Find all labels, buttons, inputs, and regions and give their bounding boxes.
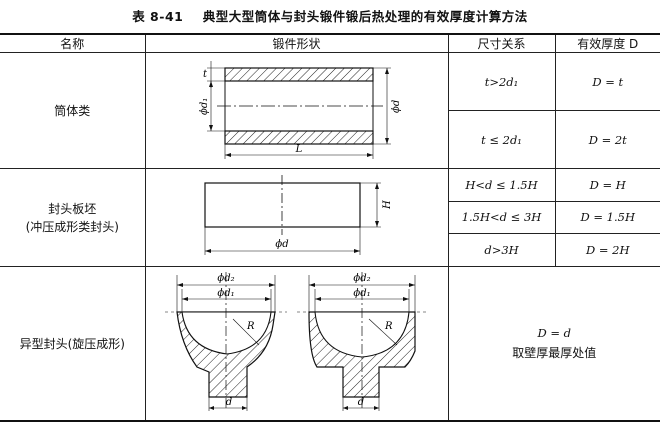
blank-thickness-3: D = 2H xyxy=(555,233,660,266)
blank-thickness-2: D = 1.5H xyxy=(555,202,660,234)
head-left: ϕd₂ ϕd₁ R d xyxy=(165,272,287,411)
blank-name-line2: (冲压成形类封头) xyxy=(0,218,145,236)
blank-relation-3: d>3H xyxy=(448,233,555,266)
d-label: ϕd xyxy=(391,100,402,113)
right-d1-label: ϕd₁ xyxy=(353,288,370,299)
cylinder-thickness-1: D = t xyxy=(555,53,660,111)
L-label: L xyxy=(294,144,302,155)
right-d-label: d xyxy=(357,397,363,408)
H-label: H xyxy=(382,200,393,210)
cylinder-top-wall xyxy=(225,68,373,81)
blank-thickness-1: D = H xyxy=(555,169,660,202)
special-name: 异型封头(旋压成形) xyxy=(0,267,145,422)
cylinder-shape-cell: t ϕd₁ ϕd xyxy=(145,53,448,169)
cylinder-relation-1: t>2d₁ xyxy=(448,53,555,111)
blank-plate xyxy=(205,183,360,227)
table-row: 封头板坯 (冲压成形类封头) H xyxy=(0,169,660,202)
cylinder-name: 筒体类 xyxy=(0,53,145,169)
header-thickness: 有效厚度 D xyxy=(555,34,660,53)
special-thickness-formula: D = d xyxy=(449,326,660,340)
special-drawing: ϕd₂ ϕd₁ R d xyxy=(147,267,447,417)
blank-shape-cell: H ϕd xyxy=(145,169,448,267)
cylinder-relation-2: t ≤ 2d₁ xyxy=(448,111,555,169)
table-title: 典型大型筒体与封头锻件锻后热处理的有效厚度计算方法 xyxy=(203,6,528,25)
right-d2-label: ϕd₂ xyxy=(353,273,370,284)
blank-d-label: ϕd xyxy=(275,239,288,250)
header-row: 名称 锻件形状 尺寸关系 有效厚度 D xyxy=(0,34,660,53)
blank-drawing: H ϕd xyxy=(147,169,447,263)
blank-relation-1: H<d ≤ 1.5H xyxy=(448,169,555,202)
thickness-table: 名称 锻件形状 尺寸关系 有效厚度 D 筒体类 xyxy=(0,33,660,422)
table-caption: 表 8-41 典型大型筒体与封头锻件锻后热处理的有效厚度计算方法 xyxy=(0,6,660,25)
cylinder-bottom-wall xyxy=(225,131,373,144)
left-d-label: d xyxy=(225,397,231,408)
special-thickness: D = d 取壁厚最厚处值 xyxy=(448,267,660,422)
header-shape: 锻件形状 xyxy=(145,34,448,53)
left-d2-label: ϕd₂ xyxy=(217,273,234,284)
d1-label: ϕd₁ xyxy=(199,98,210,115)
special-thickness-note: 取壁厚最厚处值 xyxy=(449,344,660,361)
table-number: 表 8-41 xyxy=(132,6,183,25)
left-d1-label: ϕd₁ xyxy=(217,288,234,299)
blank-name-line1: 封头板坯 xyxy=(0,200,145,218)
head-right: ϕd₂ ϕd₁ R d xyxy=(297,272,429,411)
blank-name: 封头板坯 (冲压成形类封头) xyxy=(0,169,145,267)
table-row: 筒体类 xyxy=(0,53,660,111)
header-relation: 尺寸关系 xyxy=(448,34,555,53)
blank-relation-2: 1.5H<d ≤ 3H xyxy=(448,202,555,234)
left-R-label: R xyxy=(246,321,255,332)
table-row: 异型封头(旋压成形) xyxy=(0,267,660,422)
t-label: t xyxy=(202,69,207,80)
header-name: 名称 xyxy=(0,34,145,53)
special-shape-cell: ϕd₂ ϕd₁ R d xyxy=(145,267,448,422)
cylinder-drawing: t ϕd₁ ϕd xyxy=(147,53,447,165)
cylinder-thickness-2: D = 2t xyxy=(555,111,660,169)
right-R-label: R xyxy=(384,321,393,332)
